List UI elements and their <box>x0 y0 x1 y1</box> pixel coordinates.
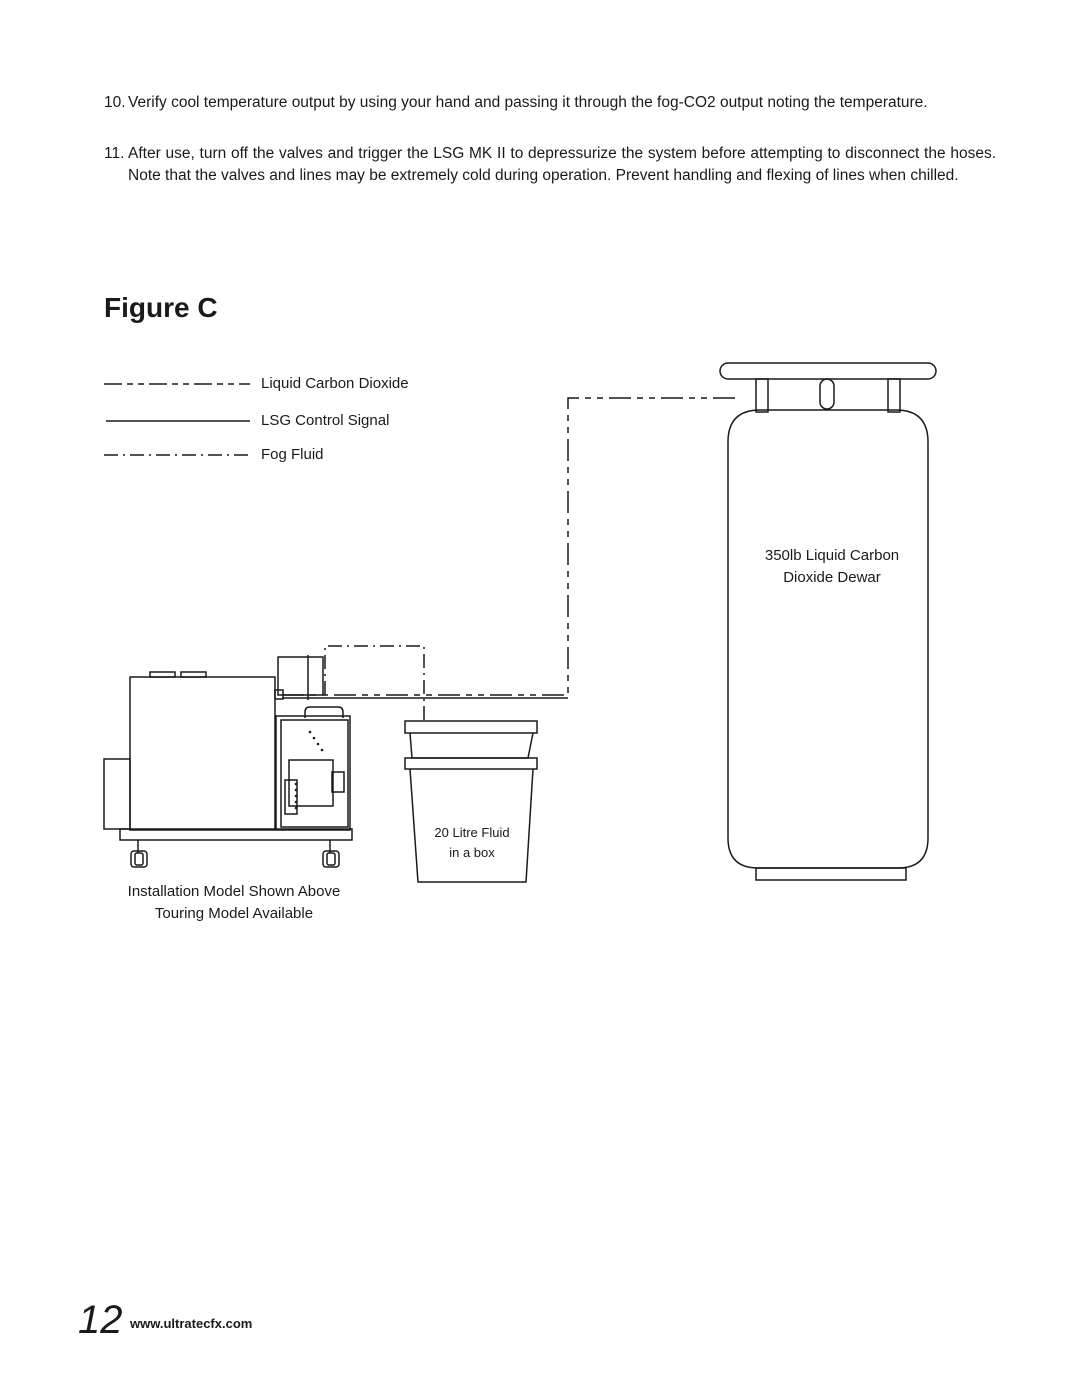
co2-dewar <box>719 362 937 881</box>
dewar-label-line2: Dioxide Dewar <box>783 569 881 586</box>
legend-label-co2: Liquid Carbon Dioxide <box>261 375 409 392</box>
step-text: After use, turn off the valves and trigg… <box>128 145 996 184</box>
legend-label-control-signal: LSG Control Signal <box>261 412 390 429</box>
fluid-box-label-line2: in a box <box>449 845 495 860</box>
page-number: 12 <box>78 1298 123 1342</box>
website-url: www.ultratecfx.com <box>130 1316 253 1331</box>
fog-machine <box>103 656 353 868</box>
co2-line <box>282 397 740 696</box>
machine-caption-line2: Touring Model Available <box>154 905 314 922</box>
step-text: Verify cool temperature output by using … <box>128 94 928 111</box>
step-number: 11. <box>104 145 125 162</box>
fluid-box-label-line1: 20 Litre Fluid <box>434 825 510 840</box>
fog-fluid-line <box>324 645 425 720</box>
dewar-label: 350lb Liquid Carbon Dioxide Dewar <box>734 545 930 589</box>
instruction-step-11: 11. After use, turn off the valves and t… <box>104 143 996 186</box>
machine-caption: Installation Model Shown Above Touring M… <box>100 881 368 925</box>
legend-label-fog-fluid: Fog Fluid <box>261 446 324 463</box>
machine-caption-line1: Installation Model Shown Above <box>127 883 341 900</box>
fluid-box <box>404 720 538 883</box>
step-number: 10. <box>104 94 126 111</box>
dewar-label-line1: 350lb Liquid Carbon <box>764 547 900 564</box>
fluid-box-label: 20 Litre Fluid in a box <box>418 823 526 863</box>
figure-title: Figure C <box>104 292 218 323</box>
instruction-step-10: 10. Verify cool temperature output by us… <box>104 92 996 114</box>
